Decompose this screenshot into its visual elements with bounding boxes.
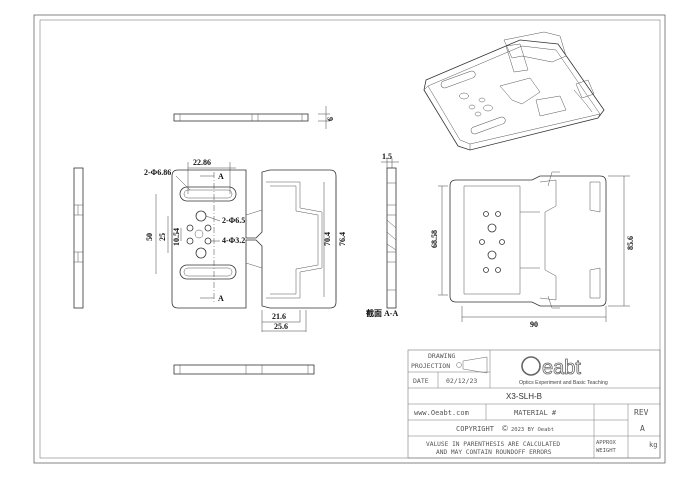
front-view-plate: A A 22.86 2-Φ6.86 50 25 10.54 2-Φ6.5 4-Φ… — [144, 158, 347, 332]
copyright: COPYRIGHT — [456, 425, 495, 433]
weight-unit: kg — [649, 441, 657, 449]
dim-length-25-6: 25.6 — [274, 322, 288, 331]
dim-height-85-6: 85.6 — [626, 236, 635, 250]
back-hole-8 — [495, 267, 501, 273]
note-line-2: AND MAY CONTAIN ROUNDOFF ERRORS — [436, 449, 552, 456]
section-a-top: A — [218, 172, 224, 181]
section-view-a-a: 1.5 截面 A-A — [366, 152, 399, 318]
hole-3-2-c — [186, 237, 194, 245]
dim-thickness-1-5: 1.5 — [382, 152, 392, 161]
dim-length-21-6: 21.6 — [272, 312, 286, 321]
dim-slot-pitch: 22.86 — [193, 158, 211, 167]
projection-label: PROJECTION — [411, 362, 450, 370]
hole-3-2-a — [186, 224, 194, 232]
dim-width-76-4: 76.4 — [338, 232, 347, 246]
back-hole-5 — [499, 239, 505, 245]
sheet-outer-border — [33, 14, 666, 464]
dim-thickness-6: 6 — [326, 117, 335, 121]
top-slot — [179, 186, 237, 202]
dim-height-68-58: 68.58 — [430, 230, 439, 248]
hole-6-5-bottom — [195, 247, 207, 259]
dim-height-25: 25 — [158, 233, 167, 241]
back-hole-1 — [483, 211, 489, 217]
rev-value: A — [640, 424, 645, 433]
approx-label: APPROX — [596, 440, 617, 446]
back-view-plate: 68.58 85.6 90 — [430, 171, 635, 329]
hole-3-2-b — [204, 224, 212, 232]
title-block: DRAWING PROJECTION DATE 02/12/23 eabt Op… — [407, 349, 661, 459]
dim-hole-3-2: 4-Φ3.2 — [222, 236, 245, 245]
back-hole-7 — [483, 267, 489, 273]
back-hole-4 — [479, 239, 485, 245]
section-label: 截面 A-A — [366, 308, 398, 318]
dim-hole-6-86: 2-Φ6.86 — [144, 168, 171, 177]
dim-hole-6-5: 2-Φ6.5 — [222, 216, 245, 225]
drawing-label: DRAWING — [428, 352, 455, 360]
note-line-1: VALUSE IN PARENTHESIS ARE CALCULATED — [426, 441, 560, 448]
isometric-view — [423, 31, 605, 151]
left-side-view — [73, 167, 84, 309]
dim-width-90: 90 — [530, 320, 538, 329]
section-a-bottom: A — [218, 294, 224, 303]
back-hole-6 — [487, 250, 497, 260]
projection-symbol — [456, 356, 488, 374]
dim-width-70-4: 70.4 — [323, 232, 332, 246]
rev-label: REV — [634, 408, 649, 417]
date-label: DATE — [413, 377, 429, 385]
hole-6-5-top — [195, 210, 207, 222]
logo-subtitle: Optics Experiment and Basic Teaching — [519, 380, 608, 386]
date-value: 02/12/23 — [446, 377, 477, 385]
copyright-year: 2023 BY Oeabt — [511, 427, 554, 433]
dim-height-10-54: 10.54 — [172, 228, 181, 246]
bottom-view-strip — [173, 364, 315, 375]
top-view-strip: 6 — [173, 106, 335, 129]
sheet-inner-border — [39, 19, 661, 459]
logo-text: eabt — [542, 357, 581, 379]
bottom-slot — [179, 264, 237, 280]
part-number: X3-SLH-B — [506, 392, 542, 401]
material: MATERIAL # — [514, 409, 557, 417]
company-logo: eabt Optics Experiment and Basic Teachin… — [519, 356, 608, 386]
weight-label: WEIGHT — [596, 448, 617, 454]
copyright-symbol: © — [502, 424, 508, 433]
back-hole-3 — [487, 223, 497, 233]
dim-height-50: 50 — [145, 233, 154, 241]
back-hole-2 — [495, 211, 501, 217]
website: www.Oeabt.com — [414, 409, 469, 417]
